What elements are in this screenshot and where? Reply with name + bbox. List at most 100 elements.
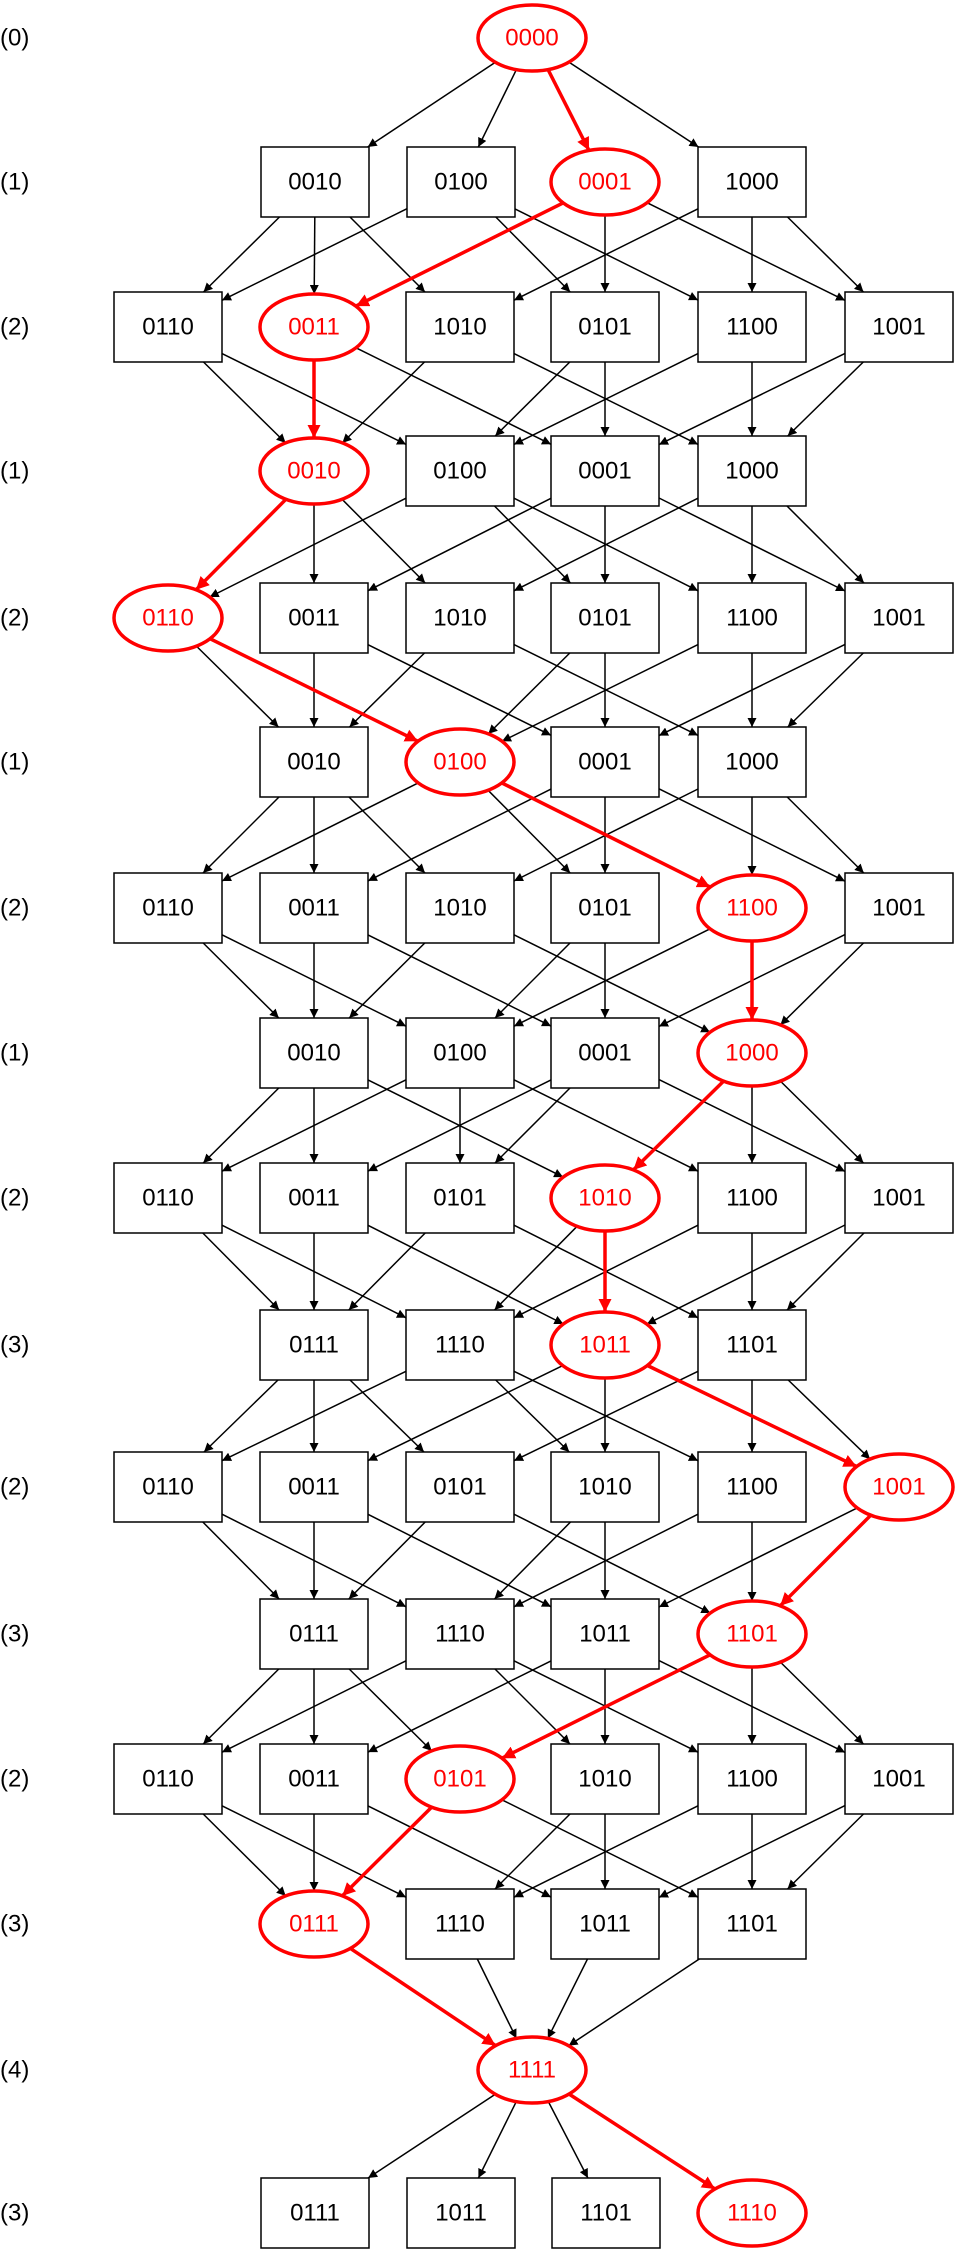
level-label: (3) xyxy=(0,1332,29,1359)
transition-arrow xyxy=(367,1660,552,1753)
state-node: 0111 xyxy=(260,2177,370,2249)
node-box xyxy=(551,2177,661,2249)
node-label: 1101 xyxy=(726,1911,778,1938)
node-box xyxy=(405,872,515,944)
node-label: 0101 xyxy=(433,1766,486,1793)
state-node: 0101 xyxy=(405,1451,515,1523)
state-node: 0001 xyxy=(550,726,660,798)
state-node: 1001 xyxy=(844,582,954,654)
transition-arrow xyxy=(476,1958,518,2039)
level-label: (3) xyxy=(0,1911,29,1938)
node-box xyxy=(697,1162,807,1234)
highlighted-state-node: 1111 xyxy=(476,2035,588,2105)
node-label: 0111 xyxy=(289,1911,339,1938)
transition-arrow xyxy=(209,497,407,598)
transition-arrow xyxy=(568,61,699,148)
highlighted-state-node: 0001 xyxy=(549,147,661,217)
state-node: 1110 xyxy=(405,1598,515,1670)
node-box xyxy=(113,1743,223,1815)
highlighted-state-node: 1010 xyxy=(549,1163,661,1233)
state-node: 1010 xyxy=(405,582,515,654)
highlighted-transition-arrow xyxy=(349,1946,497,2048)
highlighted-state-node: 1100 xyxy=(696,873,808,943)
node-label: 1101 xyxy=(726,1621,778,1648)
level-label: (1) xyxy=(0,169,29,196)
node-label: 0111 xyxy=(289,1332,339,1359)
transition-arrow xyxy=(513,352,699,446)
node-box xyxy=(550,1743,660,1815)
transition-arrow xyxy=(348,1668,433,1752)
transition-arrow xyxy=(786,1232,865,1311)
transition-arrow xyxy=(494,1668,571,1745)
node-box xyxy=(697,435,807,507)
node-box xyxy=(405,1162,515,1234)
state-node: 1110 xyxy=(405,1888,515,1960)
node-label: 1010 xyxy=(578,1766,631,1793)
node-box xyxy=(405,435,515,507)
node-label: 0001 xyxy=(578,1040,631,1067)
node-ellipse xyxy=(404,1744,516,1814)
state-node: 1101 xyxy=(697,1888,807,1960)
transition-arrow xyxy=(348,796,426,874)
node-box xyxy=(550,291,660,363)
node-label: 0110 xyxy=(142,1766,194,1793)
transition-arrow xyxy=(367,1079,552,1172)
node-label: 0110 xyxy=(142,1185,194,1212)
node-box xyxy=(550,1598,660,1670)
state-node: 1000 xyxy=(697,146,807,218)
node-label: 1001 xyxy=(872,1474,925,1501)
level-label: (1) xyxy=(0,458,29,485)
transition-arrow xyxy=(513,497,699,592)
node-ellipse xyxy=(696,2178,808,2248)
node-box xyxy=(697,146,807,218)
node-label: 0010 xyxy=(287,458,340,485)
node-label: 1010 xyxy=(433,895,486,922)
edges xyxy=(195,61,871,2179)
transition-arrow xyxy=(367,1513,552,1608)
transition-arrow xyxy=(495,216,571,293)
transition-arrow xyxy=(494,942,571,1019)
state-node: 0011 xyxy=(259,872,369,944)
node-ellipse xyxy=(112,583,224,653)
state-node: 1010 xyxy=(550,1451,660,1523)
transition-arrow xyxy=(202,1668,280,1745)
transition-arrow xyxy=(513,1513,699,1608)
node-label: 0110 xyxy=(142,314,194,341)
state-node: 1101 xyxy=(551,2177,661,2249)
node-label: 0001 xyxy=(578,458,631,485)
level-labels: (0)(1)(2)(1)(2)(1)(2)(1)(2)(3)(2)(3)(2)(… xyxy=(0,25,29,2227)
transition-arrow xyxy=(494,361,571,437)
level-label: (4) xyxy=(0,2057,29,2084)
state-node: 0110 xyxy=(113,291,223,363)
node-ellipse xyxy=(549,1310,661,1380)
transition-arrow xyxy=(787,652,864,728)
highlighted-transition-arrow xyxy=(501,781,711,889)
state-node: 0111 xyxy=(259,1309,369,1381)
transition-arrow xyxy=(367,1079,564,1178)
transition-arrow xyxy=(513,928,711,1027)
transition-arrow xyxy=(202,1521,280,1600)
node-label: 1011 xyxy=(579,1621,631,1648)
node-box xyxy=(697,1888,807,1960)
state-node: 0110 xyxy=(113,872,223,944)
state-node: 1101 xyxy=(697,1309,807,1381)
state-node: 1100 xyxy=(697,1162,807,1234)
node-box xyxy=(259,1451,369,1523)
node-label: 1001 xyxy=(872,895,925,922)
highlighted-state-node: 0111 xyxy=(258,1889,370,1959)
node-box xyxy=(259,1743,369,1815)
highlighted-transition-arrow xyxy=(646,1363,858,1469)
node-box xyxy=(406,146,516,218)
node-box xyxy=(405,1309,515,1381)
node-label: 0010 xyxy=(288,169,341,196)
highlighted-transition-arrow xyxy=(341,1805,433,1898)
state-node: 0011 xyxy=(259,1743,369,1815)
node-box xyxy=(260,2177,370,2249)
node-box xyxy=(259,1017,369,1089)
node-label: 0011 xyxy=(288,895,340,922)
node-label: 1100 xyxy=(726,1766,778,1793)
transition-arrow xyxy=(367,61,496,148)
transition-arrow xyxy=(513,1079,699,1172)
transition-arrow xyxy=(494,1813,571,1890)
